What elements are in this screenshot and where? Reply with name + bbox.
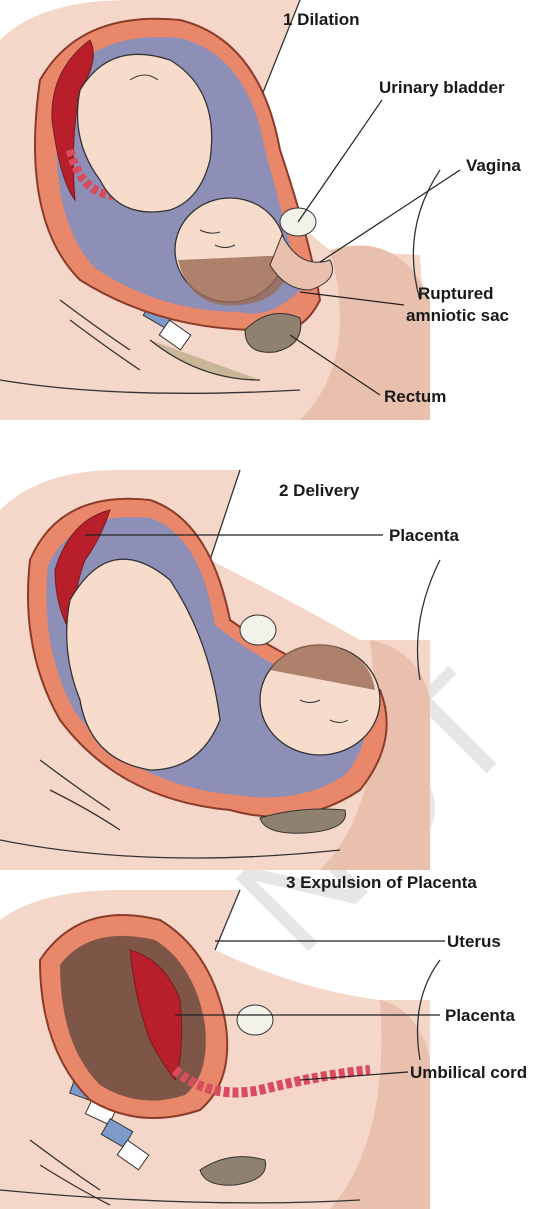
panel-title: 2 Delivery [279, 481, 360, 500]
label-rectum: Rectum [384, 387, 446, 406]
label-urinary-bladder: Urinary bladder [379, 78, 505, 97]
label-vagina: Vagina [466, 156, 521, 175]
label-amniotic-sac: amniotic sac [406, 306, 509, 325]
urinary-bladder [237, 1005, 273, 1035]
panel-dilation: 1 Dilation Urinary bladder Vagina Ruptur… [0, 0, 521, 420]
label-ruptured: Ruptured [418, 284, 494, 303]
leader-urinary-bladder [298, 100, 382, 222]
label-placenta: Placenta [445, 1006, 515, 1025]
label-uterus: Uterus [447, 932, 501, 951]
panel-delivery: 2 Delivery Placenta [0, 470, 459, 870]
panel-title: 1 Dilation [283, 10, 360, 29]
urinary-bladder [240, 615, 276, 645]
leader-vagina [320, 170, 460, 262]
panel-title: 3 Expulsion of Placenta [286, 873, 477, 892]
label-placenta: Placenta [389, 526, 459, 545]
label-umbilical-cord: Umbilical cord [410, 1063, 527, 1082]
